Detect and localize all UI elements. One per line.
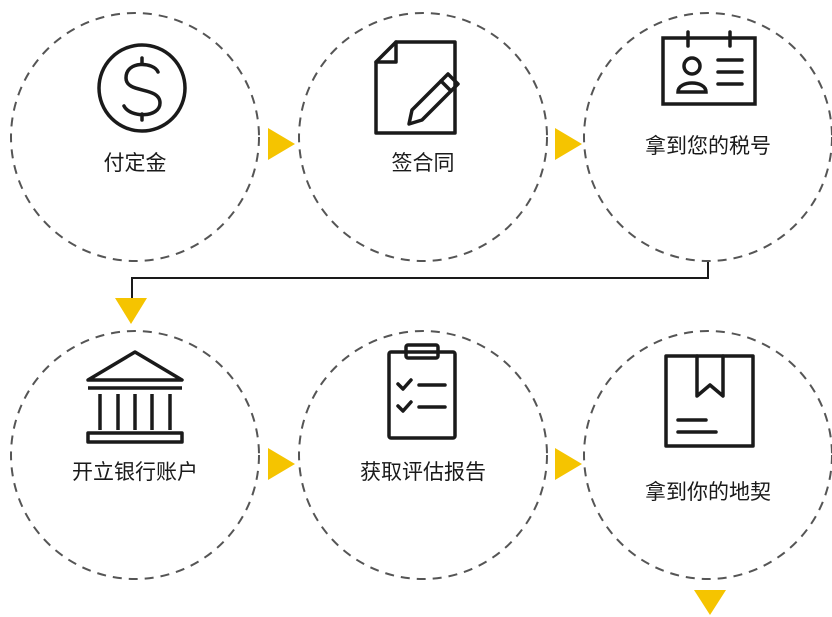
step-circle-4 — [10, 330, 260, 580]
connector-line — [131, 262, 709, 300]
arrow-down-3-4 — [115, 298, 147, 324]
step-label-3: 拿到您的税号 — [645, 134, 771, 158]
contract-pen-icon — [374, 40, 460, 135]
clipboard-checklist-icon — [387, 343, 457, 440]
bank-icon — [86, 350, 184, 444]
arrow-right-5-6 — [555, 448, 582, 480]
arrow-right-4-5 — [268, 448, 295, 480]
step-label-4: 开立银行账户 — [72, 460, 198, 484]
arrow-right-1-2 — [268, 128, 295, 160]
dollar-coin-icon — [97, 43, 187, 133]
arrow-right-2-3 — [555, 128, 582, 160]
step-label-5: 获取评估报告 — [360, 460, 486, 484]
id-card-icon — [661, 30, 757, 106]
arrow-down-end — [694, 590, 726, 615]
step-circle-1 — [10, 12, 260, 262]
step-circle-2 — [298, 12, 548, 262]
step-circle-3 — [583, 12, 832, 262]
deed-folder-icon — [664, 354, 755, 448]
step-label-6: 拿到你的地契 — [645, 480, 771, 504]
step-label-2: 签合同 — [391, 151, 455, 175]
step-circle-6 — [583, 330, 832, 580]
step-label-1: 付定金 — [103, 151, 167, 175]
step-circle-5 — [298, 330, 548, 580]
